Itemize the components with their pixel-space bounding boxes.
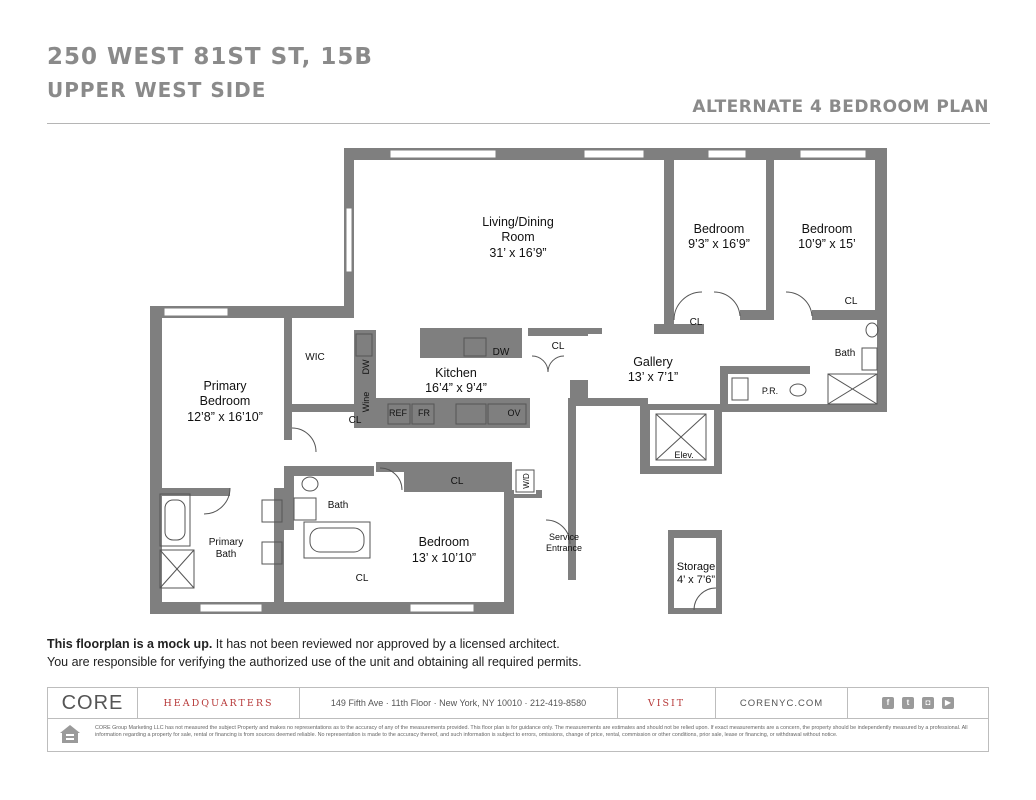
disclaimer-line-1: This floorplan is a mock up. It has not … [47, 637, 560, 651]
room-labels: Living/Dining Room 31’ x 16’9” Bedroom 9… [187, 215, 856, 586]
visit-label: VISIT [647, 697, 686, 709]
footer: CORE HEADQUARTERS 149 Fifth Ave · 11th F… [47, 687, 989, 752]
closet-label: CL [690, 317, 703, 328]
youtube-icon[interactable]: ▶ [942, 697, 954, 709]
elevator-label: Elev. [674, 450, 693, 460]
primary-bedroom-label: Primary [203, 379, 247, 393]
storage-size: 4’ x 7’6” [677, 574, 715, 586]
plan-name: ALTERNATE 4 BEDROOM PLAN [692, 97, 989, 117]
bath-east-label: Bath [835, 348, 856, 359]
footer-bar: CORE HEADQUARTERS 149 Fifth Ave · 11th F… [48, 688, 988, 719]
bedroom-a-label: Bedroom [694, 222, 745, 236]
header-divider [47, 123, 990, 124]
service-entrance-label-2: Entrance [546, 543, 582, 553]
bedroom-b-label: Bedroom [802, 222, 853, 236]
facebook-icon[interactable]: f [882, 697, 894, 709]
closet-label: CL [356, 573, 369, 584]
living-dining-label-2: Room [501, 230, 534, 244]
windows [163, 149, 867, 613]
primary-bedroom-size: 12’8” x 16’10” [187, 410, 263, 424]
freezer-label: FR [418, 408, 430, 418]
wine-label: Wine [361, 392, 371, 413]
gallery-size: 13’ x 7’1” [628, 370, 678, 384]
headquarters-address: 149 Fifth Ave · 11th Floor · New York, N… [330, 698, 587, 708]
legal-disclaimer: CORE Group Marketing LLC has not measure… [95, 725, 968, 738]
closet-label: CL [845, 296, 858, 307]
kitchen-size: 16’4” x 9’4” [425, 381, 487, 395]
headquarters-label: HEADQUARTERS [163, 697, 274, 709]
bedroom-b-size: 10’9” x 15’ [798, 237, 856, 251]
twitter-icon[interactable]: t [902, 697, 914, 709]
room-fills [162, 160, 877, 608]
equal-housing-icon [60, 725, 80, 743]
dishwasher-label: DW [493, 347, 510, 358]
closet-label: CL [451, 476, 464, 487]
living-dining-size: 31’ x 16’9” [489, 246, 546, 260]
property-address: 250 WEST 81ST ST, 15B [47, 44, 373, 70]
fixture-labels: Primary Bath Bath Bath Service Entrance … [209, 296, 858, 584]
website-link[interactable]: CORENYC.COM [739, 697, 824, 709]
dw-label: DW [361, 359, 371, 374]
disclaimer-rest: It has not been reviewed nor approved by… [212, 637, 560, 651]
disclaimer-line-2: You are responsible for verifying the au… [47, 655, 582, 669]
primary-bath-label-2: Bath [216, 549, 237, 560]
oven-label: OV [507, 408, 520, 418]
visit-cell: VISIT [618, 688, 716, 718]
bedroom-c-label: Bedroom [419, 535, 470, 549]
kitchen-label: Kitchen [435, 366, 477, 380]
fixtures [159, 291, 879, 611]
storage-label: Storage [677, 561, 716, 573]
neighborhood-title: UPPER WEST SIDE [47, 78, 267, 102]
core-logo-cell: CORE [48, 688, 138, 718]
primary-bath-label: Primary [209, 537, 243, 548]
bedroom-a-size: 9’3” x 16’9” [688, 237, 750, 251]
powder-room-label: P.R. [762, 386, 778, 396]
washer-dryer-label: W/D [522, 473, 531, 489]
refrigerator-label: REF [389, 408, 408, 418]
instagram-icon[interactable]: ◘ [922, 697, 934, 709]
headquarters-cell: HEADQUARTERS [138, 688, 300, 718]
bedroom-c-size: 13’ x 10’10” [412, 551, 476, 565]
gallery-label: Gallery [633, 355, 673, 369]
website-cell: CORENYC.COM [716, 688, 848, 718]
primary-bedroom-label-2: Bedroom [200, 394, 251, 408]
wic-label: WIC [305, 352, 324, 363]
address-cell: 149 Fifth Ave · 11th Floor · New York, N… [300, 688, 618, 718]
service-entrance-label: Service [549, 532, 579, 542]
closet-label: CL [349, 415, 362, 426]
core-logo[interactable]: CORE [61, 691, 124, 714]
disclaimer-bold: This floorplan is a mock up. [47, 637, 213, 651]
social-cell: f t ◘ ▶ [848, 688, 988, 718]
living-dining-label: Living/Dining [482, 215, 554, 229]
closet-label: CL [552, 341, 565, 352]
bath-mid-label: Bath [328, 500, 349, 511]
